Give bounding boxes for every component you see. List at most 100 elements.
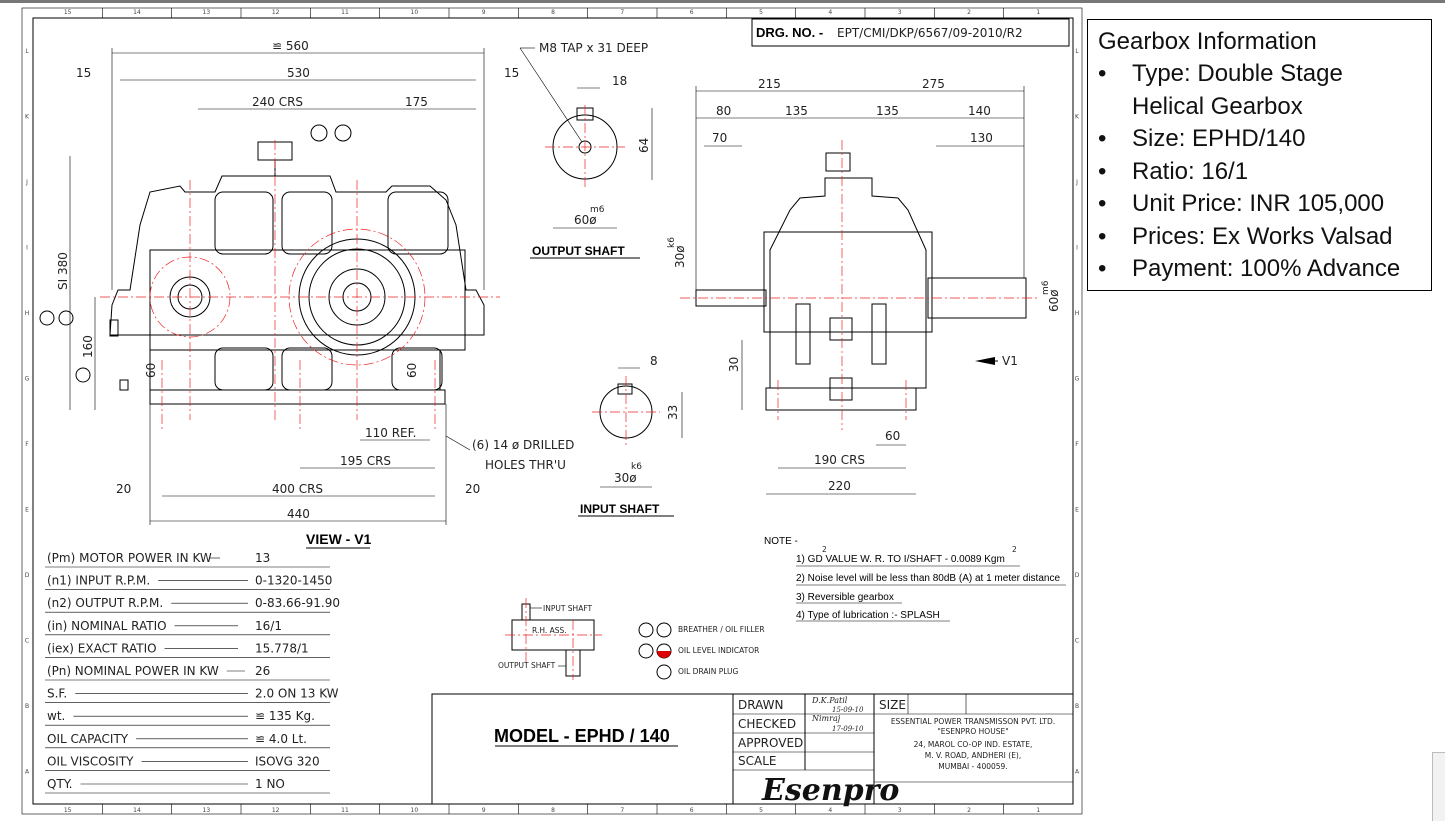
- ruler-column-label: 14: [133, 807, 141, 814]
- notes-heading: NOTE -: [764, 536, 798, 547]
- dim-135-right: 135: [876, 104, 899, 118]
- input-shaft-section: [578, 367, 683, 517]
- dim-side-30dia: 30ø: [673, 245, 687, 268]
- tb-size: SIZE: [879, 698, 906, 712]
- dim-20-left: 20: [116, 482, 131, 496]
- tb-drawn-date: 15-09-10: [832, 706, 864, 714]
- dim-is-tol: k6: [631, 462, 642, 472]
- ruler-row-label: G: [1075, 375, 1080, 382]
- note-3: 3) Reversible gearbox: [796, 592, 894, 603]
- assembly-sketch: [505, 598, 602, 680]
- ruler-row-label: B: [25, 703, 29, 710]
- ruler-column-label: 10: [411, 807, 419, 814]
- gearbox-housing: [109, 175, 485, 336]
- dim-140: 140: [968, 104, 991, 118]
- model-title: MODEL - EPHD / 140: [494, 726, 670, 746]
- output-shaft-section: [519, 47, 653, 259]
- dim-380: SI 380: [56, 252, 70, 290]
- dim-110-ref: 110 REF.: [365, 426, 416, 440]
- dim-side-60: 60: [885, 429, 900, 443]
- ruler-column-label: 10: [411, 9, 419, 16]
- drg-no-label: DRG. NO. -: [756, 25, 823, 40]
- assembly-input-label: INPUT SHAFT: [543, 604, 593, 613]
- ruler-row-label: H: [1075, 310, 1080, 317]
- input-keyway: [617, 383, 633, 395]
- dim-275: 275: [922, 77, 945, 91]
- dim-160: 160: [81, 335, 95, 358]
- legend-breather-icon: [638, 622, 654, 638]
- info-box-title: Gearbox Information: [1098, 28, 1317, 55]
- info-item-ratio: Ratio: 16/1: [1098, 156, 1421, 189]
- spec-label: (Pn) NOMINAL POWER IN KW: [47, 664, 219, 678]
- dim-135-left: 135: [785, 104, 808, 118]
- ruler-row-label: C: [1075, 637, 1079, 644]
- ruler-column-label: 1: [1036, 807, 1040, 814]
- spec-label: (Pm) MOTOR POWER IN KW: [47, 551, 212, 565]
- ruler-row-label: I: [26, 244, 28, 251]
- info-item-payment: Payment: 100% Advance: [1098, 253, 1421, 286]
- tb-checked-signature: Nimraj: [811, 714, 841, 723]
- dim-220: 220: [828, 479, 851, 493]
- dim-70: 70: [712, 131, 727, 145]
- ruler-column-label: 4: [828, 807, 832, 814]
- spec-leader-lines: [45, 557, 330, 794]
- dim-is-8: 8: [650, 354, 658, 368]
- ruler-column-label: 15: [64, 807, 72, 814]
- ruler-row-label: J: [1075, 179, 1078, 186]
- ruler-column-label: 15: [64, 9, 72, 16]
- ruler-column-label: 5: [759, 807, 763, 814]
- dim-15-right: 15: [504, 66, 519, 80]
- ruler-column-label: 4: [828, 9, 832, 16]
- ruler-row-label: A: [1075, 768, 1080, 775]
- spec-label: (in) NOMINAL RATIO: [47, 619, 167, 633]
- spec-value: 2.0 ON 13 KW: [255, 687, 339, 701]
- input-shaft-label: INPUT SHAFT: [580, 502, 660, 516]
- dim-215: 215: [758, 77, 781, 91]
- corner-thumbnail-edge: [1432, 752, 1445, 821]
- spec-label: wt.: [47, 709, 65, 723]
- dim-20-right: 20: [465, 482, 480, 496]
- tb-house: "ESENPRO HOUSE": [937, 727, 1008, 736]
- tb-scale: SCALE: [738, 754, 776, 768]
- info-item-type: Type: Double Stage Helical Gearbox: [1098, 58, 1421, 123]
- info-item-size: Size: EPHD/140: [1098, 123, 1421, 156]
- dim-190-crs: 190 CRS: [814, 453, 865, 467]
- spec-value: ISOVG 320: [255, 754, 320, 768]
- ruler-column-label: 6: [690, 9, 694, 16]
- dim-440: 440: [287, 507, 310, 521]
- ruler-column-label: 2: [967, 807, 971, 814]
- spec-value: 15.778/1: [255, 641, 309, 655]
- ruler-row-label: K: [25, 113, 30, 120]
- symbol-legend: [638, 622, 672, 680]
- spec-value: ≌ 135 Kg.: [255, 709, 315, 723]
- sheet-outer-border: [21, 7, 1083, 815]
- dim-60-right: 60: [405, 363, 419, 378]
- legend-oil-fill: [657, 651, 671, 658]
- spec-label: OIL CAPACITY: [47, 732, 129, 746]
- dim-530: 530: [287, 66, 310, 80]
- window-top-edge: [0, 0, 1445, 3]
- ruler-column-label: 9: [482, 807, 486, 814]
- sheet-zone-ruler: 1515141413131212111110109988776655443322…: [25, 8, 1080, 814]
- ruler-column-label: 12: [272, 807, 280, 814]
- gearbox-info-box: Gearbox Information Type: Double Stage H…: [1087, 19, 1432, 291]
- level-indicator-icon: [39, 310, 55, 326]
- ruler-column-label: 7: [620, 9, 624, 16]
- ruler-row-label: C: [25, 637, 29, 644]
- ruler-row-label: I: [1076, 244, 1078, 251]
- drain-plug-icon: [75, 367, 91, 383]
- dim-560: ≌ 560: [272, 39, 309, 53]
- housing-base: [149, 349, 441, 391]
- side-view-dimensions: [695, 86, 1025, 495]
- spec-value: 1 NO: [255, 777, 285, 791]
- info-list: Type: Double Stage Helical Gearbox Size:…: [1098, 58, 1421, 286]
- ruler-column-label: 7: [620, 807, 624, 814]
- esenpro-logo: Esenpro: [761, 773, 899, 808]
- spec-label: S.F.: [47, 687, 67, 701]
- spec-label: (iex) EXACT RATIO: [47, 641, 157, 655]
- side-breather-cap: [825, 152, 851, 172]
- dim-175: 175: [405, 95, 428, 109]
- rib-5: [281, 347, 333, 391]
